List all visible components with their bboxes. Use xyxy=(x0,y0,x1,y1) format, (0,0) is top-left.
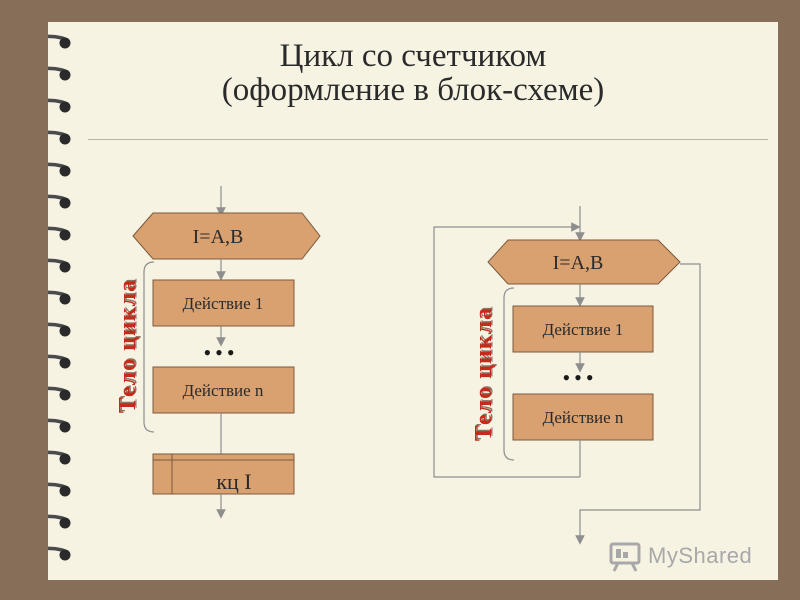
action-last-text: Действие n xyxy=(543,408,624,427)
notebook-page: Цикл со счетчиком (оформление в блок-схе… xyxy=(48,22,778,580)
action-box-last xyxy=(512,393,654,441)
loop-header-hexagon xyxy=(132,212,321,260)
action-last-text: Действие n xyxy=(183,381,264,400)
spiral-hole xyxy=(59,197,71,209)
spiral-hole xyxy=(59,325,71,337)
spiral-hole xyxy=(59,293,71,305)
spiral-hole xyxy=(59,517,71,529)
presentation-board-icon xyxy=(609,542,641,572)
spiral-binding xyxy=(48,34,71,561)
loop-body-label-shadow: Тело цикла xyxy=(473,305,499,439)
ellipsis: ••• xyxy=(203,340,238,365)
mysharedlogo: MyShared xyxy=(608,538,752,574)
flowchart-left: I=A,B Действие 1 ••• Действие n кц I Тел… xyxy=(115,186,321,519)
action-box-last xyxy=(152,366,295,414)
slide-subtitle: (оформление в блок-схеме) xyxy=(221,72,605,108)
loop-body-label: Тело цикла xyxy=(471,307,497,441)
spiral-hole xyxy=(59,229,71,241)
flowchart-canvas: I=A,B Действие 1 ••• Действие n кц I Тел… xyxy=(115,186,701,545)
logo-text: MyShared xyxy=(648,543,753,568)
spiral-hole xyxy=(59,357,71,369)
loop-body-brace xyxy=(503,287,515,461)
spiral-hole xyxy=(59,101,71,113)
loop-body-brace xyxy=(143,261,155,433)
loop-header-hexagon xyxy=(487,239,681,285)
action-first-text: Действие 1 xyxy=(183,294,264,313)
loop-return-line xyxy=(433,222,581,478)
loop-header-text: I=A,B xyxy=(193,226,244,248)
spiral-hole xyxy=(59,37,71,49)
spiral-hole xyxy=(59,549,71,561)
spiral-hole xyxy=(59,421,71,433)
loop-header-text: I=A,B xyxy=(553,252,604,274)
loop-body-label: Тело цикла xyxy=(115,279,141,413)
spiral-hole xyxy=(59,453,71,465)
action-box-first xyxy=(512,305,654,353)
action-first-text: Действие 1 xyxy=(543,320,624,339)
loop-end-text: кц I xyxy=(216,469,251,494)
loop-exit-line xyxy=(575,263,701,545)
spiral-hole xyxy=(59,261,71,273)
ellipsis: ••• xyxy=(562,365,597,390)
action-box-first xyxy=(152,279,295,327)
flowchart-right: I=A,B Действие 1 ••• Действие n Тело цик… xyxy=(433,206,701,545)
slide-title: Цикл со счетчиком xyxy=(279,38,547,74)
spiral-hole xyxy=(59,69,71,81)
title-divider xyxy=(88,139,768,140)
spiral-hole xyxy=(59,133,71,145)
spiral-hole xyxy=(59,165,71,177)
spiral-hole xyxy=(59,485,71,497)
spiral-hole xyxy=(59,389,71,401)
loop-end-box xyxy=(152,453,295,495)
loop-body-label-shadow: Тело цикла xyxy=(117,277,143,411)
